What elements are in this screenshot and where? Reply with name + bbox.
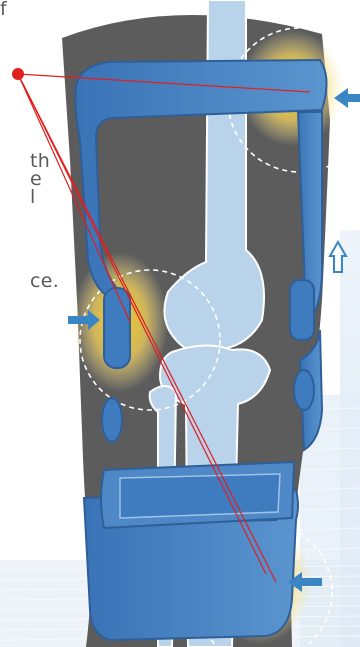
leader-origin-dot <box>12 68 24 80</box>
left-text-fragment-1: f <box>0 0 7 19</box>
left-text-fragment-5: ce. <box>30 272 59 291</box>
left-text-fragment-4: l <box>30 188 36 207</box>
